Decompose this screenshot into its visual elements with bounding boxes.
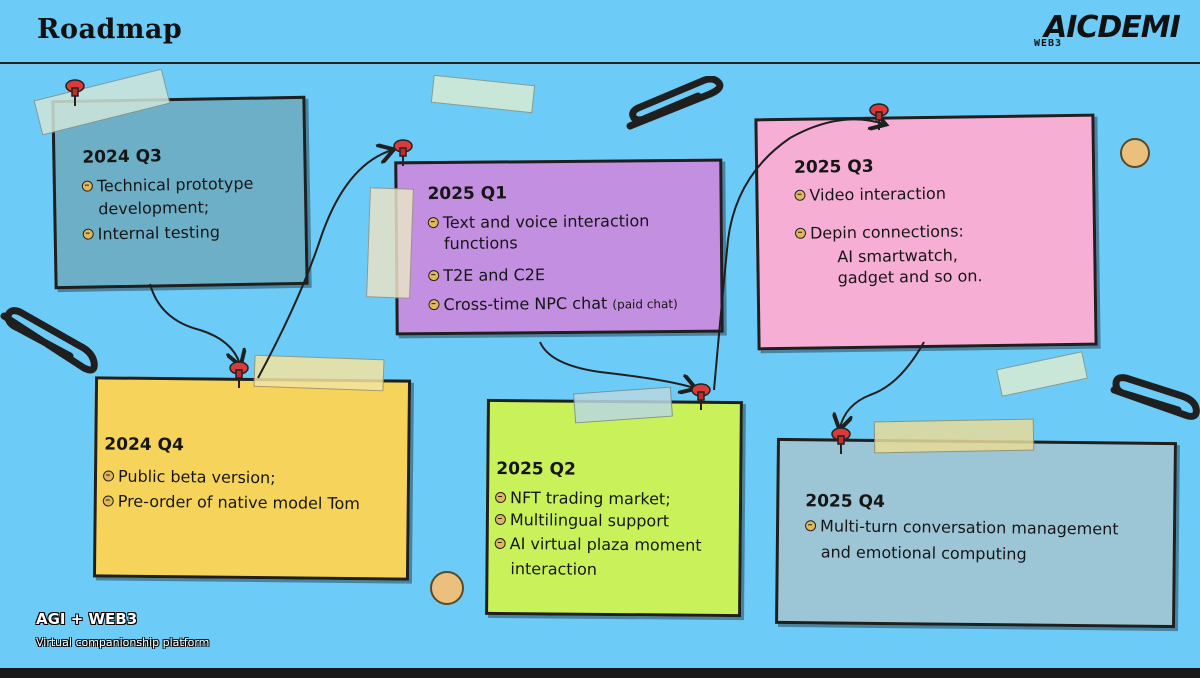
note-item-text: Pre-order of native model Tom: [117, 491, 361, 514]
emoji-bullet-icon: [102, 470, 115, 482]
note-item: interaction: [510, 558, 597, 580]
logo-subtext: WEB3: [1034, 38, 1063, 49]
note-item: gadget and so on.: [837, 265, 982, 288]
pushpin-icon: [691, 383, 711, 410]
pushpin-icon: [229, 361, 249, 388]
note-item-text: gadget and so on.: [837, 266, 983, 288]
note-item-text: functions: [443, 233, 518, 254]
decor-tape: [253, 354, 385, 392]
emoji-bullet-icon: [494, 513, 506, 526]
note-item: Public beta version;: [102, 465, 276, 488]
emoji-bullet-icon: [805, 520, 817, 532]
note-item-text: AI smartwatch,: [837, 245, 958, 267]
page-title: Roadmap: [37, 14, 183, 45]
emoji-bullet-icon: [427, 217, 439, 229]
decor-tape: [873, 418, 1035, 454]
note-item-text: Multi-turn conversation management: [819, 516, 1119, 539]
note-item: AI virtual plaza moment: [494, 533, 702, 556]
note-item: Depin connections:: [794, 220, 964, 243]
note-item: T2E and C2E: [428, 264, 545, 286]
paperclip-icon: [626, 76, 724, 130]
roadmap-note-2024-q3: 2024 Q3 Technical prototype development;…: [51, 95, 309, 290]
decor-ball: [430, 571, 464, 605]
note-title: 2024 Q4: [104, 434, 184, 456]
note-title: 2024 Q3: [82, 146, 163, 168]
pushpin-icon: [65, 79, 85, 106]
paperclip-icon: [0, 307, 98, 374]
note-item-text: AI virtual plaza moment: [509, 534, 702, 555]
note-item-text: T2E and C2E: [443, 265, 546, 286]
note-item: functions: [444, 232, 518, 254]
note-item: Pre-order of native model Tom: [102, 490, 361, 514]
note-item-text: Multilingual support: [509, 510, 670, 531]
note-title: 2025 Q2: [496, 458, 576, 480]
note-item-text: NFT trading market;: [510, 488, 671, 509]
bottom-border: [0, 668, 1200, 678]
roadmap-note-2025-q2: 2025 Q2 NFT trading market; Multilingual…: [485, 398, 743, 618]
roadmap-note-2024-q4: 2024 Q4 Public beta version; Pre-order o…: [92, 376, 412, 581]
pushpin-icon: [831, 427, 851, 454]
decor-ball: [1120, 138, 1150, 168]
decor-tape: [430, 74, 536, 114]
note-item: NFT trading market;: [495, 487, 671, 510]
paperclip-icon: [1110, 374, 1200, 420]
note-title: 2025 Q3: [793, 156, 874, 178]
pushpin-icon: [393, 139, 413, 166]
note-item: Video interaction: [794, 183, 946, 206]
header-bar: Roadmap AICDEMI WEB3: [0, 0, 1200, 64]
note-item-text: Technical prototype: [96, 173, 254, 196]
emoji-bullet-icon: [81, 180, 93, 192]
note-item: Internal testing: [82, 221, 221, 244]
note-item-text: Internal testing: [97, 222, 221, 244]
note-item: Multi-turn conversation management: [805, 515, 1119, 539]
footer-subtitle: Virtual companionship platform: [36, 636, 210, 649]
note-item-text: development;: [98, 197, 210, 219]
emoji-bullet-icon: [428, 270, 440, 282]
roadmap-note-2025-q4: 2025 Q4 Multi-turn conversation manageme…: [775, 437, 1177, 629]
note-item-text: Depin connections:: [809, 221, 964, 243]
note-item-text: and emotional computing: [820, 542, 1027, 564]
footer-tagline: AGI + WEB3: [36, 610, 138, 628]
note-item-text: Cross-time NPC chat: [443, 293, 608, 315]
note-item: AI smartwatch,: [837, 245, 958, 268]
note-item: Multilingual support: [494, 509, 670, 532]
note-item: Technical prototype: [81, 173, 254, 197]
note-item: Cross-time NPC chat (paid chat): [428, 292, 678, 317]
note-item: Text and voice interaction: [427, 210, 650, 233]
decor-tape: [996, 351, 1088, 397]
note-item-text: Text and voice interaction: [442, 211, 650, 233]
emoji-bullet-icon: [102, 495, 114, 507]
note-item: and emotional computing: [821, 541, 1027, 564]
pushpin-icon: [869, 103, 889, 130]
note-title: 2025 Q4: [805, 491, 885, 513]
logo-wordmark: AICDEMI: [1044, 10, 1181, 45]
brand-logo: AICDEMI WEB3: [1030, 8, 1181, 56]
emoji-bullet-icon: [494, 537, 506, 550]
decor-tape: [366, 187, 414, 299]
emoji-bullet-icon: [495, 491, 507, 504]
note-title: 2025 Q1: [427, 183, 508, 205]
emoji-bullet-icon: [794, 189, 806, 201]
emoji-bullet-icon: [794, 227, 807, 239]
note-item-text: interaction: [510, 559, 598, 579]
note-item: development;: [98, 196, 209, 219]
roadmap-note-2025-q1: 2025 Q1 Text and voice interaction funct…: [394, 158, 724, 336]
note-item-text: Video interaction: [809, 183, 947, 205]
roadmap-note-2025-q3: 2025 Q3 Video interaction Depin connecti…: [754, 113, 1098, 351]
emoji-bullet-icon: [428, 299, 440, 311]
emoji-bullet-icon: [82, 228, 94, 240]
note-item-note: (paid chat): [612, 296, 678, 312]
note-item-text: Public beta version;: [117, 466, 276, 488]
